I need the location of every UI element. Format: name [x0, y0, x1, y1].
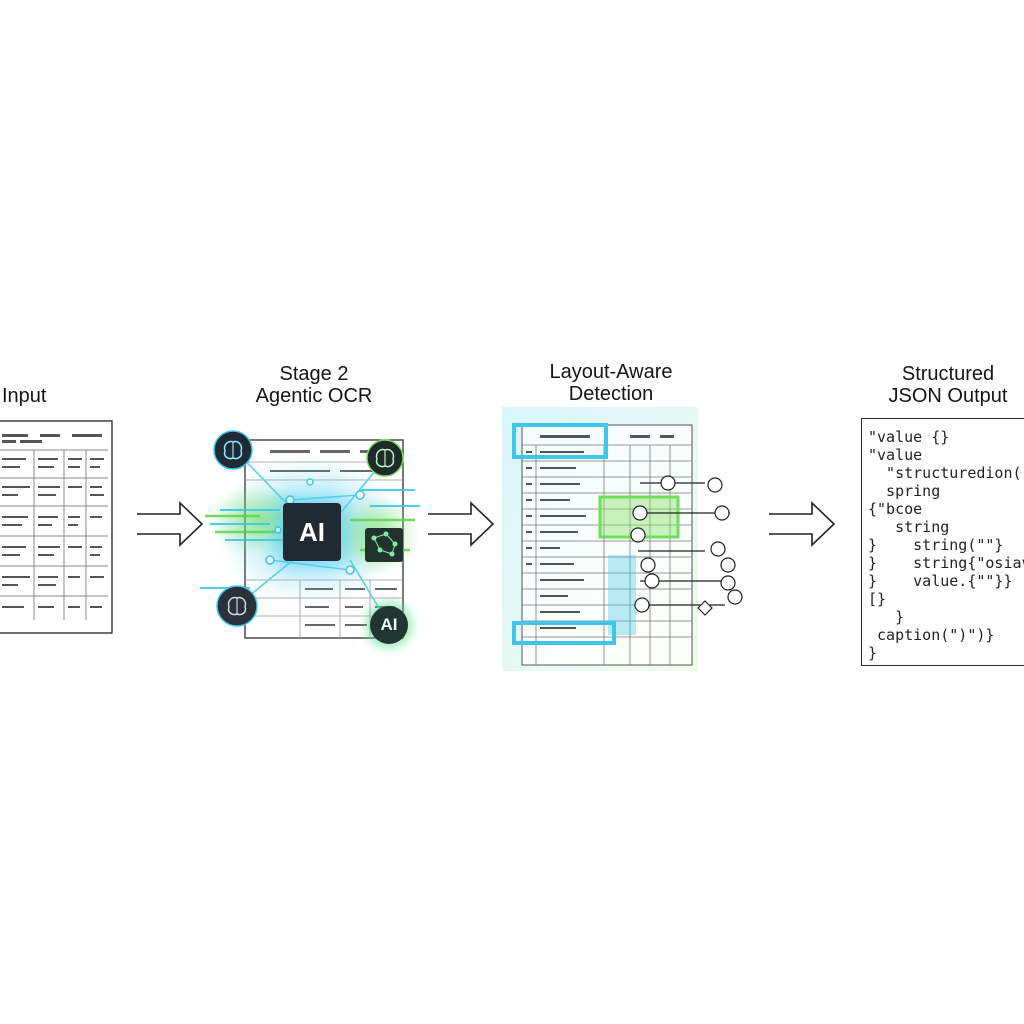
- stage-title-json-output: Structured JSON Output: [880, 363, 1016, 407]
- stage-title-input: Input: [2, 385, 46, 407]
- json-line: "structuredion(""): [886, 464, 1024, 482]
- json-line: {"bcoe: [868, 500, 923, 518]
- json-line: }: [868, 608, 905, 626]
- brain-icon: [213, 430, 253, 470]
- flow-arrow-3: [769, 501, 836, 547]
- stage-title-line: Detection: [568, 383, 654, 405]
- stage-title-layout-detection: Layout-Aware Detection: [536, 361, 686, 405]
- stage-title-line: JSON Output: [888, 385, 1008, 407]
- json-line: } value.{""}}: [868, 572, 1013, 590]
- json-output-box: "value {} "value "structuredion("") spri…: [861, 418, 1024, 666]
- stage-title-agentic-ocr: Stage 2 Agentic OCR: [246, 363, 382, 407]
- stage-title-line: Stage 2: [279, 363, 349, 385]
- json-line: } string{"osiav: [868, 554, 1024, 572]
- json-line: "value {}: [868, 428, 950, 446]
- stage-title-line: Agentic OCR: [255, 385, 373, 407]
- input-document: [0, 420, 113, 634]
- stage-title-line: Layout-Aware: [549, 361, 673, 383]
- json-line: string: [868, 518, 950, 536]
- layout-detection-visual: [502, 407, 743, 671]
- flow-arrow-1: [137, 501, 204, 547]
- stage-title-line: Input: [2, 385, 47, 407]
- json-line: }: [868, 644, 878, 662]
- ai-core-tile: AI: [283, 503, 341, 561]
- json-line: [}: [868, 590, 887, 608]
- json-line: spring: [868, 482, 941, 500]
- json-line: } string(""}: [868, 536, 1004, 554]
- brain-icon: [366, 439, 404, 477]
- brain-icon: [216, 585, 258, 627]
- json-line: "value: [868, 446, 923, 464]
- flow-arrow-2: [428, 501, 495, 547]
- ai-badge: AI: [370, 606, 408, 644]
- stage-title-line: Structured: [901, 363, 995, 385]
- json-line: caption(")")}: [868, 626, 995, 644]
